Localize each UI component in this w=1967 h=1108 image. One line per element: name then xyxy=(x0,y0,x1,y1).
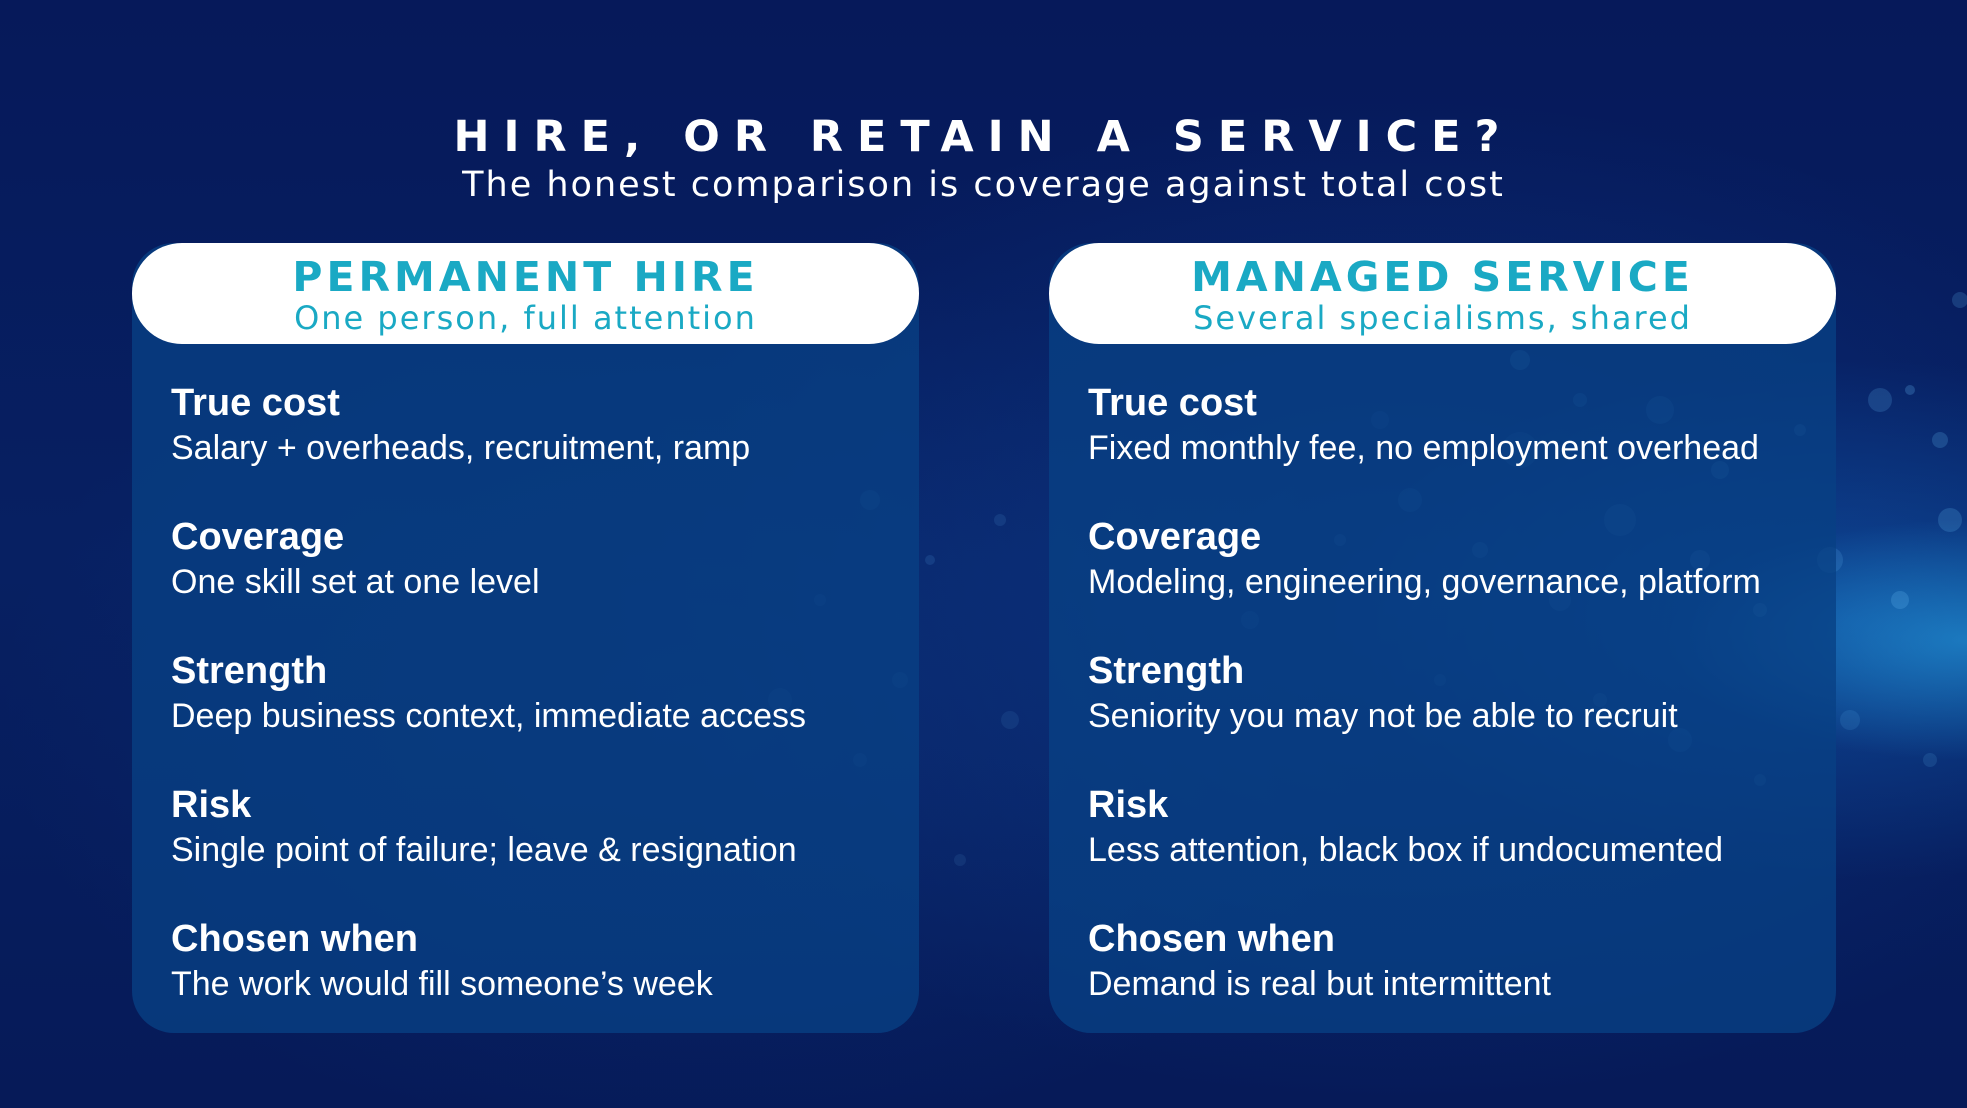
permanent-hire-card: PERMANENT HIRE One person, full attentio… xyxy=(132,243,919,1033)
row-label: Strength xyxy=(171,650,328,692)
card-subtitle: Several specialisms, shared xyxy=(1193,299,1692,337)
row-true-cost: True cost Fixed monthly fee, no employme… xyxy=(1088,381,1828,515)
row-label: Chosen when xyxy=(1088,918,1336,960)
row-value: One skill set at one level xyxy=(171,563,540,601)
row-label: Strength xyxy=(1088,650,1245,692)
row-value: Single point of failure; leave & resigna… xyxy=(171,831,797,869)
row-value: Less attention, black box if undocumente… xyxy=(1088,831,1724,869)
row-value: Seniority you may not be able to recruit xyxy=(1088,697,1678,735)
row-label: True cost xyxy=(1088,382,1257,424)
row-value: Demand is real but intermittent xyxy=(1088,965,1551,1003)
row-value: Fixed monthly fee, no employment overhea… xyxy=(1088,429,1759,467)
row-label: Coverage xyxy=(1088,516,1262,558)
card-title: MANAGED SERVICE xyxy=(1191,253,1694,301)
card-header-pill: PERMANENT HIRE One person, full attentio… xyxy=(132,243,919,344)
page-subtitle: The honest comparison is coverage agains… xyxy=(462,165,1505,205)
card-header-pill: MANAGED SERVICE Several specialisms, sha… xyxy=(1049,243,1836,344)
row-risk: Risk Less attention, black box if undocu… xyxy=(1088,783,1828,917)
row-value: Deep business context, immediate access xyxy=(171,697,806,735)
row-label: Risk xyxy=(171,784,252,826)
row-value: The work would fill someone’s week xyxy=(171,965,713,1003)
card-subtitle: One person, full attention xyxy=(294,299,757,337)
row-label: True cost xyxy=(171,382,340,424)
row-true-cost: True cost Salary + overheads, recruitmen… xyxy=(171,381,911,515)
row-strength: Strength Seniority you may not be able t… xyxy=(1088,649,1828,783)
row-chosen-when: Chosen when The work would fill someone’… xyxy=(171,917,911,1051)
card-title: PERMANENT HIRE xyxy=(292,253,759,301)
row-label: Coverage xyxy=(171,516,345,558)
row-coverage: Coverage Modeling, engineering, governan… xyxy=(1088,515,1828,649)
row-value: Modeling, engineering, governance, platf… xyxy=(1088,563,1761,601)
comparison-list: True cost Salary + overheads, recruitmen… xyxy=(171,381,911,1051)
page-title: HIRE, OR RETAIN A SERVICE? xyxy=(453,112,1514,162)
row-label: Chosen when xyxy=(171,918,419,960)
row-strength: Strength Deep business context, immediat… xyxy=(171,649,911,783)
comparison-list: True cost Fixed monthly fee, no employme… xyxy=(1088,381,1828,1051)
managed-service-card: MANAGED SERVICE Several specialisms, sha… xyxy=(1049,243,1836,1033)
row-value: Salary + overheads, recruitment, ramp xyxy=(171,429,751,467)
row-chosen-when: Chosen when Demand is real but intermitt… xyxy=(1088,917,1828,1051)
row-label: Risk xyxy=(1088,784,1169,826)
row-coverage: Coverage One skill set at one level xyxy=(171,515,911,649)
row-risk: Risk Single point of failure; leave & re… xyxy=(171,783,911,917)
